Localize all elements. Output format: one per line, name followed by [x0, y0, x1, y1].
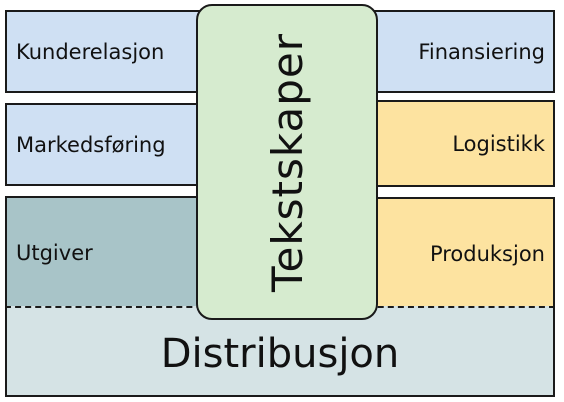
box-finansiering-label: Finansiering: [418, 39, 545, 64]
box-logistikk-label: Logistikk: [452, 131, 545, 156]
box-logistikk: Logistikk: [370, 100, 555, 187]
box-kunderelasjon: Kunderelasjon: [5, 10, 202, 93]
box-tekstskaper: Tekstskaper: [196, 4, 378, 320]
box-produksjon: Produksjon: [370, 197, 555, 308]
box-markedsforing-label: Markedsføring: [16, 132, 166, 157]
box-distribusjon-label: Distribusjon: [160, 330, 400, 377]
box-utgiver: Utgiver: [5, 196, 202, 308]
box-produksjon-label: Produksjon: [429, 241, 545, 266]
box-distribusjon: Distribusjon: [5, 306, 555, 397]
box-markedsforing: Markedsføring: [5, 103, 202, 186]
box-finansiering: Finansiering: [370, 10, 555, 93]
box-tekstskaper-label: Tekstskaper: [262, 32, 312, 292]
box-kunderelasjon-label: Kunderelasjon: [16, 39, 165, 64]
box-utgiver-label: Utgiver: [16, 241, 93, 265]
